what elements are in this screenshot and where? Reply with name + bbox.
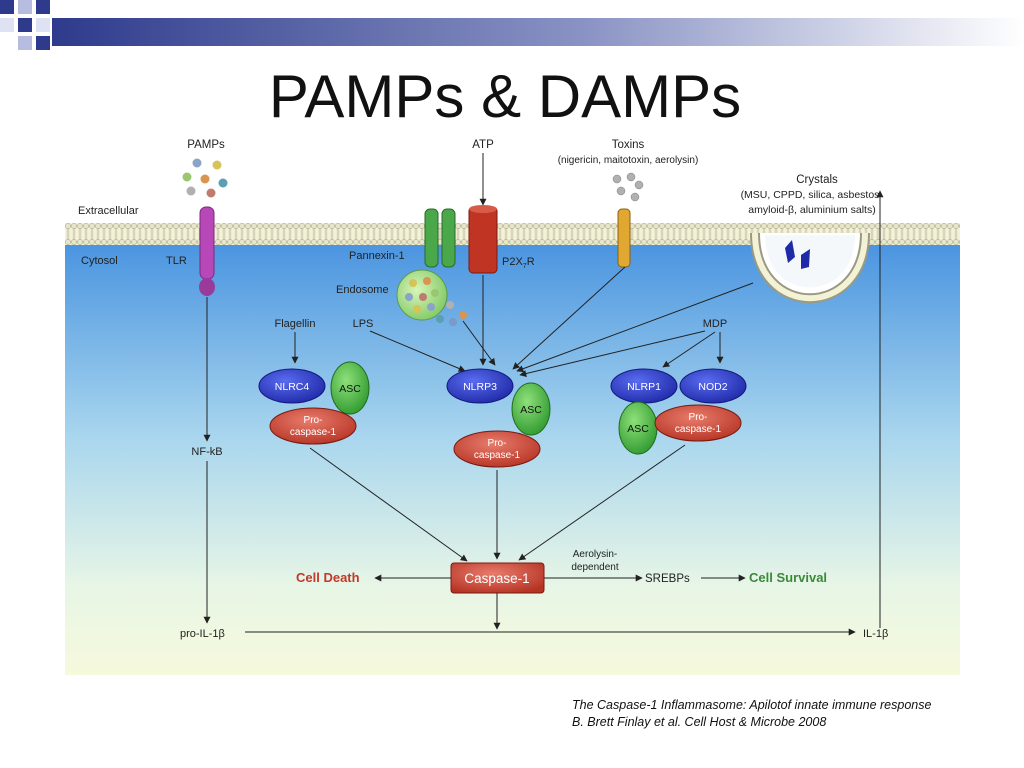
pamps-particles	[182, 158, 228, 198]
nlrc4-inflammasome: ASC NLRC4 Pro- caspase-1	[258, 361, 370, 445]
nlrp3-inflammasome: ASC NLRP3 Pro- caspase-1	[446, 368, 551, 468]
label-pro-caspase-1: Pro-	[304, 415, 323, 426]
label-mdp: MDP	[703, 318, 727, 330]
label-pro-caspase-1: Pro-	[488, 438, 507, 449]
pannexin-subunit	[441, 208, 456, 268]
crystal-phagosome-inner	[752, 232, 868, 302]
label-flagellin: Flagellin	[275, 318, 316, 330]
pannexin-subunit	[424, 208, 439, 268]
label-crystals: Crystals	[796, 174, 838, 186]
header-square	[0, 0, 14, 14]
citation-line-1: The Caspase-1 Inflammasome: Apilotof inn…	[572, 698, 932, 712]
label-tlr: TLR	[166, 255, 187, 267]
label-cell-death: Cell Death	[296, 570, 360, 585]
asc-ellipse	[330, 361, 370, 415]
label-srebps: SREBPs	[645, 573, 690, 585]
header-square	[18, 0, 32, 14]
label-cytosol: Cytosol	[81, 255, 118, 267]
label-asc: ASC	[339, 383, 361, 395]
header-bar	[52, 18, 1024, 46]
label-p2x7r: P2X7R	[502, 256, 535, 270]
diagram-canvas: Extracellular Cytosol PAMPs TLR ATP Pann…	[65, 135, 960, 675]
arrow-mdp-nlrp3	[519, 330, 706, 377]
arrow-nlrc4-caspase1	[309, 447, 468, 562]
nlrc4-ellipse	[258, 368, 326, 404]
header-square	[18, 36, 32, 50]
label-pro-caspase-2: caspase-1	[675, 424, 722, 435]
arrow-nlrp1-caspase1	[518, 444, 686, 561]
header-gradient-bar	[0, 0, 1024, 50]
label-lps: LPS	[353, 318, 374, 330]
arrow-crystal-nlrp3	[516, 282, 754, 373]
label-toxins: Toxins	[612, 139, 645, 151]
label-asc: ASC	[627, 423, 649, 435]
header-square	[36, 18, 50, 32]
label-cell-survival: Cell Survival	[749, 570, 827, 585]
p2x7r-tail: R	[527, 256, 535, 268]
label-nod2: NOD2	[698, 381, 727, 393]
label-extracellular: Extracellular	[78, 205, 139, 217]
label-il1b: IL-1β	[863, 628, 888, 640]
p2x7r-receptor	[468, 206, 498, 274]
label-pro-caspase-1: Pro-	[689, 412, 708, 423]
crystal-shape	[785, 240, 795, 263]
label-aerolysin-2: dependent	[571, 562, 618, 573]
toxin-particles	[612, 172, 644, 202]
nlrp1-nod2-inflammasome: NLRP1 NOD2 ASC Pro- caspase-1	[610, 368, 747, 455]
arrow-toxin-nlrp3	[512, 266, 626, 370]
pro-caspase1-ellipse	[269, 407, 357, 445]
arrow-endosome-nlrp3	[462, 320, 496, 366]
pro-caspase1-ellipse	[453, 430, 541, 468]
header-square	[36, 36, 50, 50]
p2x7r-sub: 7	[523, 263, 527, 270]
label-nlrp1: NLRP1	[627, 381, 661, 393]
tlr-tir-domain	[199, 278, 215, 296]
nod2-ellipse	[679, 368, 747, 404]
label-asc: ASC	[520, 404, 542, 416]
label-pro-il1b: pro-IL-1β	[180, 628, 225, 640]
crystal-shape	[801, 249, 810, 269]
label-nlrp3: NLRP3	[463, 381, 497, 393]
nlrp3-ellipse	[446, 368, 514, 404]
endosome-cargo	[405, 277, 467, 326]
header-square	[0, 18, 14, 32]
arrow-lps-nlrp3	[369, 330, 466, 372]
citation: The Caspase-1 Inflammasome: Apilotof inn…	[572, 697, 931, 731]
label-crystals-detail-1: (MSU, CPPD, silica, asbestos	[741, 189, 880, 201]
label-crystals-detail-2: amyloid-β, aluminium salts)	[748, 204, 875, 216]
citation-line-2: B. Brett Finlay et al. Cell Host & Micro…	[572, 715, 827, 729]
p2x7r-base: P2X	[502, 256, 523, 268]
plasma-membrane	[65, 223, 960, 245]
header-square	[36, 0, 50, 14]
label-pamps: PAMPs	[187, 139, 225, 151]
arrow-mdp-nlrp1	[662, 331, 716, 368]
toxin-pore	[617, 208, 631, 268]
label-nlrc4: NLRC4	[275, 381, 310, 393]
tlr-receptor	[199, 206, 215, 280]
pro-caspase1-ellipse	[654, 404, 742, 442]
label-endosome: Endosome	[336, 284, 389, 296]
label-atp: ATP	[472, 139, 494, 151]
label-caspase1: Caspase-1	[464, 571, 529, 586]
label-toxins-detail: (nigericin, maitotoxin, aerolysin)	[558, 155, 699, 166]
p2x7r-top	[469, 205, 497, 213]
label-pro-caspase-2: caspase-1	[474, 450, 521, 461]
label-pannexin: Pannexin-1	[349, 250, 405, 262]
header-square	[18, 18, 32, 32]
slide-title: PAMPs & DAMPs	[268, 63, 742, 130]
label-pro-caspase-2: caspase-1	[290, 427, 337, 438]
inflammasome-diagram: Extracellular Cytosol PAMPs TLR ATP Pann…	[65, 135, 960, 675]
asc-ellipse	[511, 382, 551, 436]
label-nfkb: NF-kB	[191, 446, 222, 458]
label-aerolysin-1: Aerolysin-	[573, 549, 617, 560]
header-decoration	[0, 0, 1024, 50]
